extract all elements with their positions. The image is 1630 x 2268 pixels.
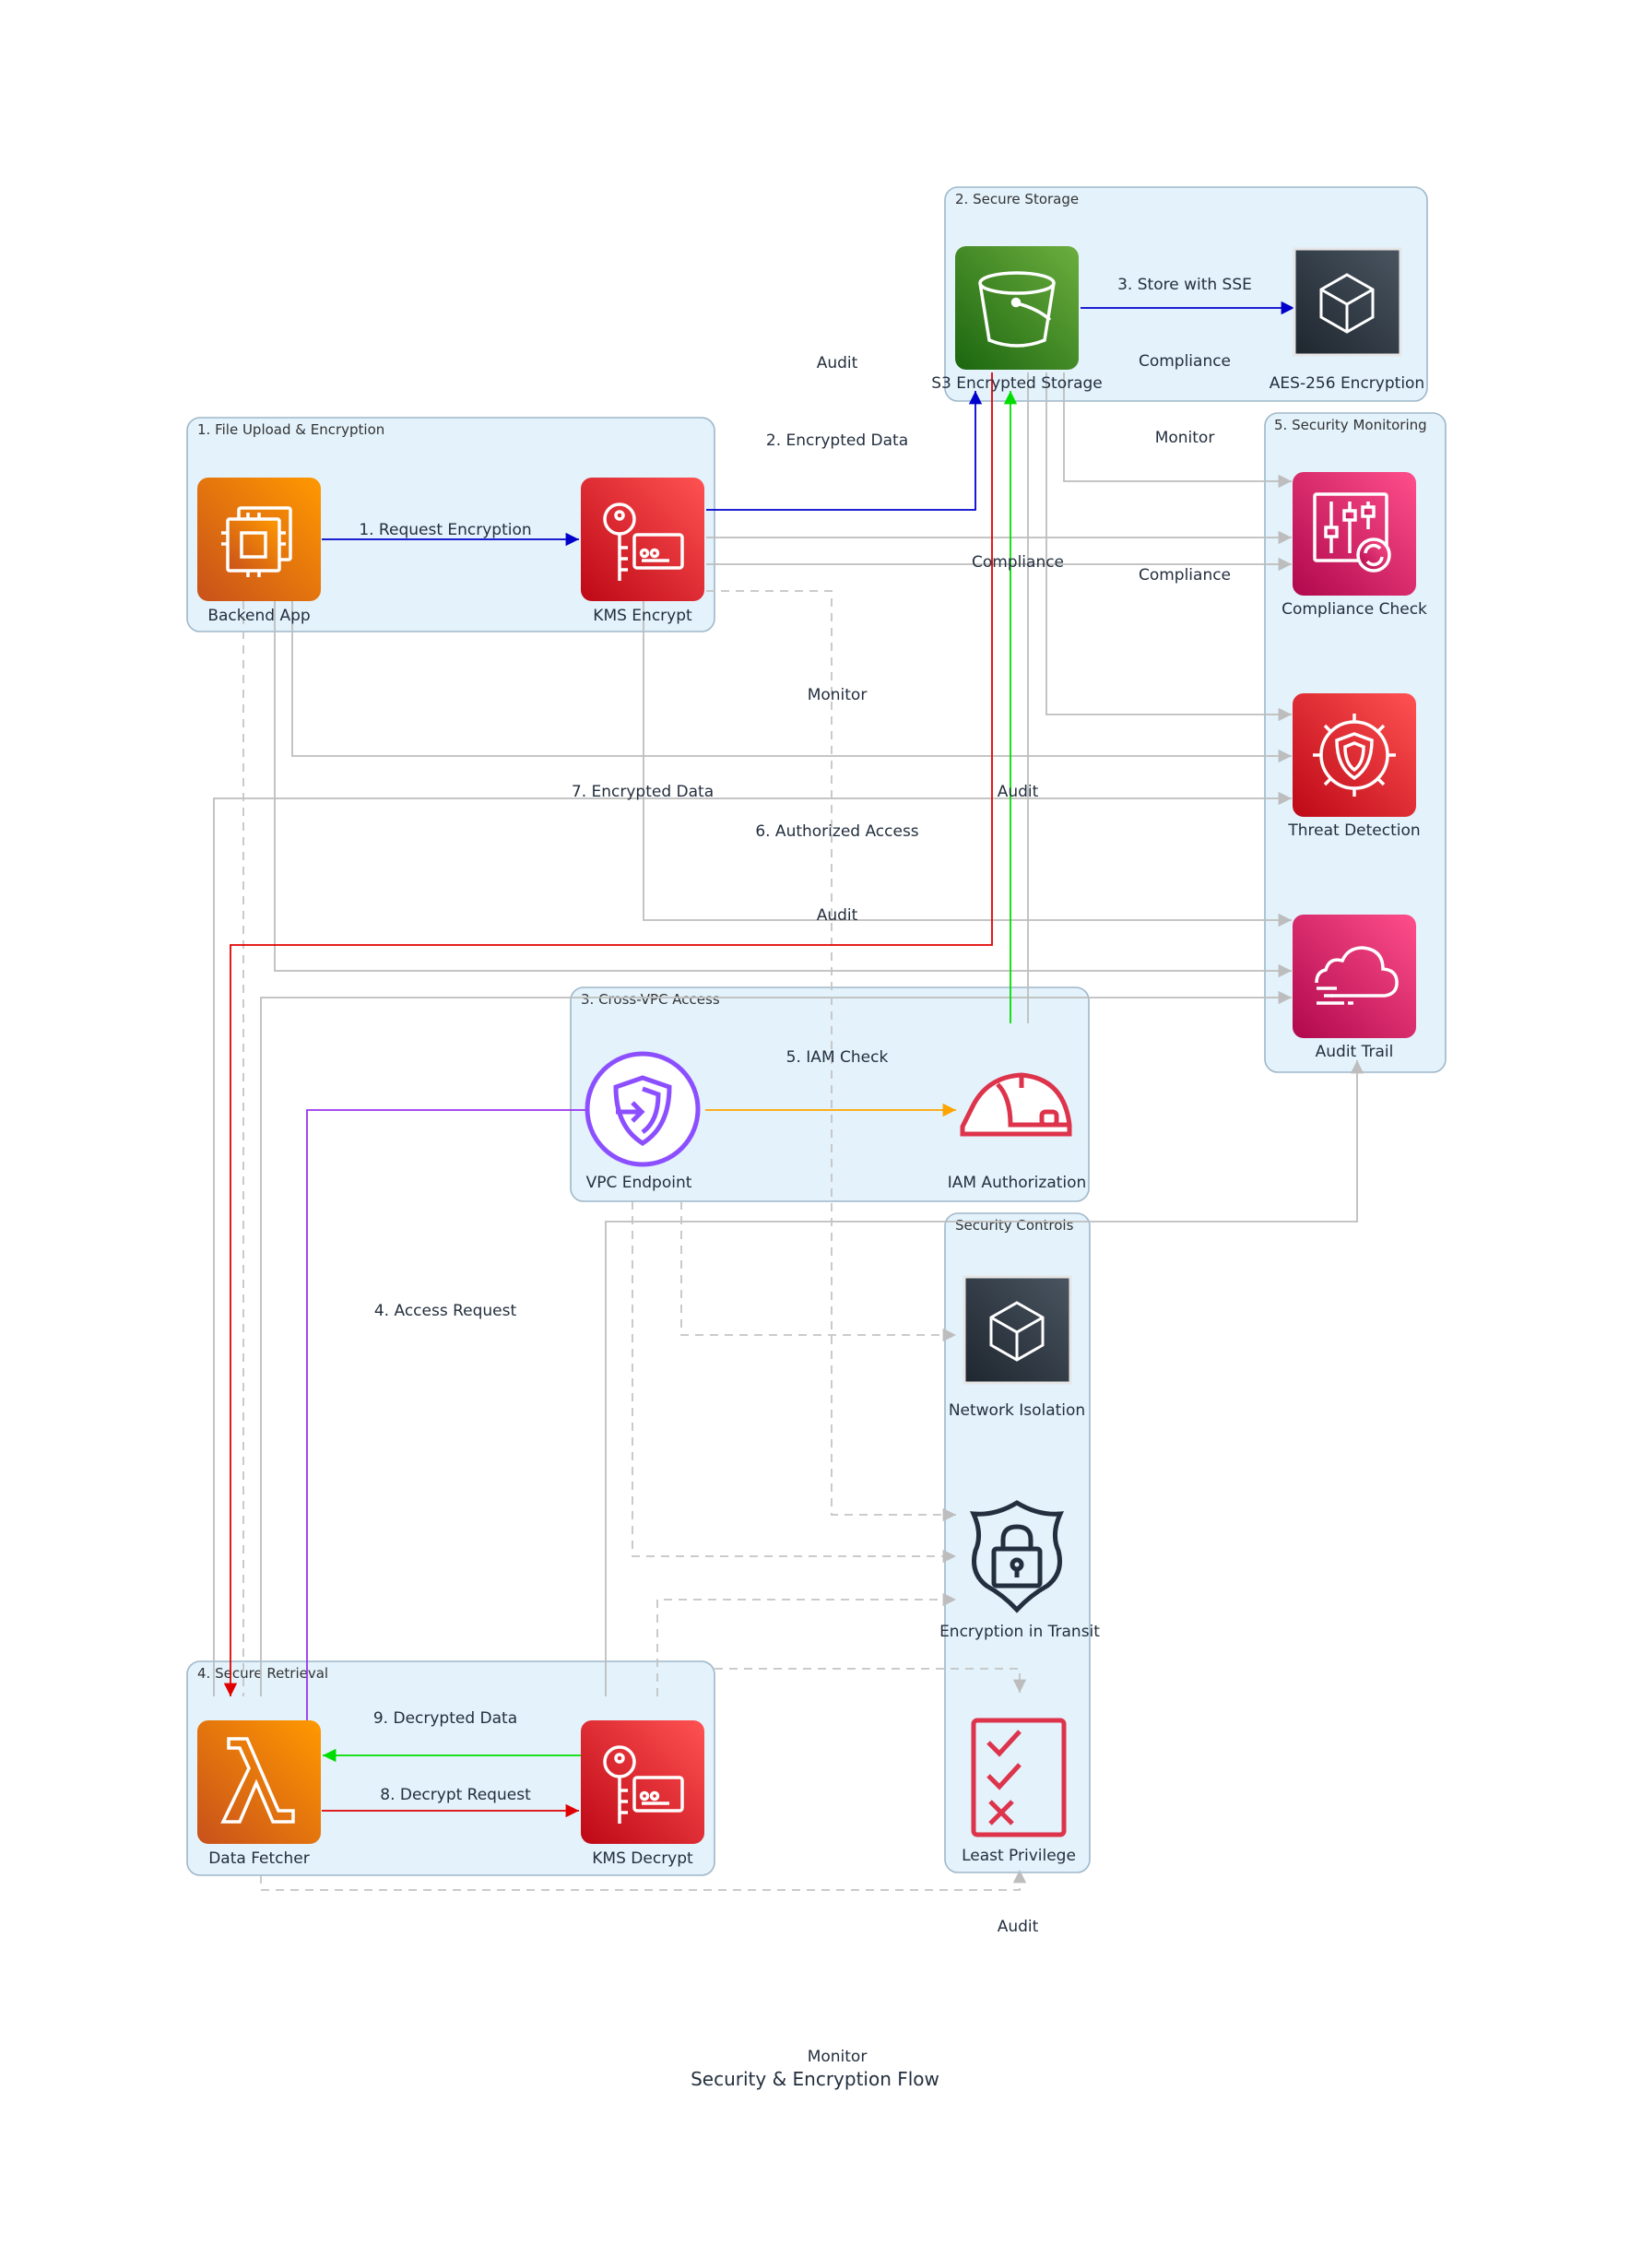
cube-icon	[963, 1275, 1072, 1385]
edge-kms-transit	[706, 590, 956, 1522]
edge-vpc-transit	[632, 1201, 956, 1564]
guardduty-shield-gear-icon	[1293, 693, 1416, 817]
edge-label-audit: Audit	[998, 1918, 1039, 1936]
edge-label-5: 5. IAM Check	[786, 1048, 889, 1067]
edge-fetcher-audit	[260, 990, 1292, 1696]
checklist-icon	[971, 1718, 1067, 1837]
diagram-title: Security & Encryption Flow	[691, 2068, 939, 2090]
cluster-label-retrieval: 4. Secure Retrieval	[197, 1665, 328, 1682]
node-label-aes: AES-256 Encryption	[1270, 374, 1424, 393]
node-label-vpc-endpoint: VPC Endpoint	[586, 1174, 692, 1192]
edge-kmsdec-audit	[605, 1060, 1364, 1696]
hard-hat-icon	[960, 1072, 1072, 1137]
edge-label-4: 4. Access Request	[374, 1302, 517, 1320]
node-label-audit-trail: Audit Trail	[1316, 1043, 1394, 1061]
node-label-encryption-transit: Encryption in Transit	[939, 1623, 1100, 1641]
main-flow-edges	[223, 301, 1294, 1818]
cluster-label-storage: 2. Secure Storage	[955, 191, 1079, 207]
cluster-label-upload: 1. File Upload & Encryption	[197, 421, 384, 438]
edge-encrypted-data	[706, 391, 983, 511]
node-aes[interactable]: AES-256 Encryption	[1270, 247, 1424, 393]
monitoring-edges	[213, 372, 1364, 1891]
edge-backend-threat	[291, 601, 1292, 763]
edge-label-1: 1. Request Encryption	[359, 521, 531, 539]
edge-fetcher-threat	[213, 791, 1292, 1696]
edge-vpc-isolation	[680, 1201, 956, 1342]
config-controls-icon	[1293, 472, 1416, 596]
edge-label-audit: Audit	[998, 783, 1039, 801]
edge-encrypted-data-out	[223, 372, 993, 1696]
lock-shield-icon	[969, 1500, 1065, 1613]
node-threat-detection[interactable]: Threat Detection	[1287, 693, 1421, 840]
node-audit-trail[interactable]: Audit Trail	[1293, 915, 1416, 1061]
edge-label-2: 2. Encrypted Data	[766, 431, 908, 450]
edge-label-compliance: Compliance	[972, 553, 1064, 572]
edge-label-compliance: Compliance	[1139, 352, 1231, 371]
node-label-data-fetcher: Data Fetcher	[208, 1849, 310, 1868]
edge-labels: 1. Request Encryption 2. Encrypted Data …	[359, 276, 1252, 2066]
node-backend-app[interactable]: Backend App	[197, 478, 321, 625]
edge-label-8: 8. Decrypt Request	[380, 1786, 531, 1804]
edge-label-monitor: Monitor	[808, 2048, 868, 2066]
edge-s3-threat	[1045, 372, 1292, 722]
cluster-label-controls: Security Controls	[955, 1217, 1074, 1234]
cloudtrail-cloud-icon	[1293, 915, 1416, 1038]
lambda-icon	[197, 1720, 321, 1844]
ec2-instance-icon	[197, 478, 321, 601]
node-compliance-check[interactable]: Compliance Check	[1282, 472, 1427, 619]
edge-s3-monitor-compliance	[1063, 372, 1292, 489]
edge-kmsdec-transit	[656, 1592, 956, 1696]
edge-label-audit: Audit	[817, 354, 858, 372]
edge-kms-audit	[643, 601, 1292, 927]
node-least-privilege[interactable]: Least Privilege	[962, 1718, 1076, 1865]
node-kms-encrypt[interactable]: KMS Encrypt	[581, 478, 704, 625]
cluster-label-vpc: 3. Cross-VPC Access	[581, 991, 720, 1008]
node-kms-decrypt[interactable]: KMS Decrypt	[581, 1720, 704, 1868]
edge-label-compliance: Compliance	[1139, 566, 1231, 585]
edge-label-9: 9. Decrypted Data	[373, 1709, 517, 1728]
node-label-iam: IAM Authorization	[948, 1174, 1087, 1192]
node-encryption-transit[interactable]: Encryption in Transit	[939, 1500, 1100, 1641]
kms-key-icon	[581, 1720, 704, 1844]
edge-label-3: 3. Store with SSE	[1117, 276, 1252, 294]
node-label-kms-decrypt: KMS Decrypt	[592, 1849, 693, 1868]
edge-label-7: 7. Encrypted Data	[572, 783, 714, 801]
edge-label-6: 6. Authorized Access	[755, 822, 918, 841]
cluster-label-monitoring: 5. Security Monitoring	[1274, 417, 1427, 433]
kms-key-icon	[581, 478, 704, 601]
node-iam[interactable]: IAM Authorization	[948, 1072, 1087, 1192]
edge-label-monitor: Monitor	[1155, 429, 1215, 447]
node-vpc-endpoint[interactable]: VPC Endpoint	[585, 1051, 701, 1192]
vpc-endpoint-shield-icon	[585, 1051, 701, 1167]
cluster-cross-vpc: 3. Cross-VPC Access	[570, 986, 1090, 1202]
node-label-s3: S3 Encrypted Storage	[931, 374, 1103, 393]
node-label-backend-app: Backend App	[207, 607, 310, 625]
node-label-threat-detection: Threat Detection	[1287, 821, 1420, 840]
edge-label-monitor: Monitor	[808, 686, 868, 704]
node-network-isolation[interactable]: Network Isolation	[949, 1275, 1085, 1420]
s3-bucket-icon	[955, 246, 1079, 370]
node-label-network-isolation: Network Isolation	[949, 1401, 1085, 1420]
node-label-least-privilege: Least Privilege	[962, 1847, 1076, 1865]
edge-backend-audit	[274, 601, 1292, 978]
edge-label-audit: Audit	[817, 906, 858, 925]
node-data-fetcher[interactable]: Data Fetcher	[197, 1720, 321, 1868]
edge-fetcher-privilege	[260, 1870, 1027, 1891]
cube-icon	[1293, 247, 1402, 357]
node-s3[interactable]: S3 Encrypted Storage	[931, 246, 1103, 393]
node-label-kms-encrypt: KMS Encrypt	[593, 607, 692, 625]
edge-access-request	[306, 1103, 620, 1720]
node-label-compliance-check: Compliance Check	[1282, 600, 1427, 619]
